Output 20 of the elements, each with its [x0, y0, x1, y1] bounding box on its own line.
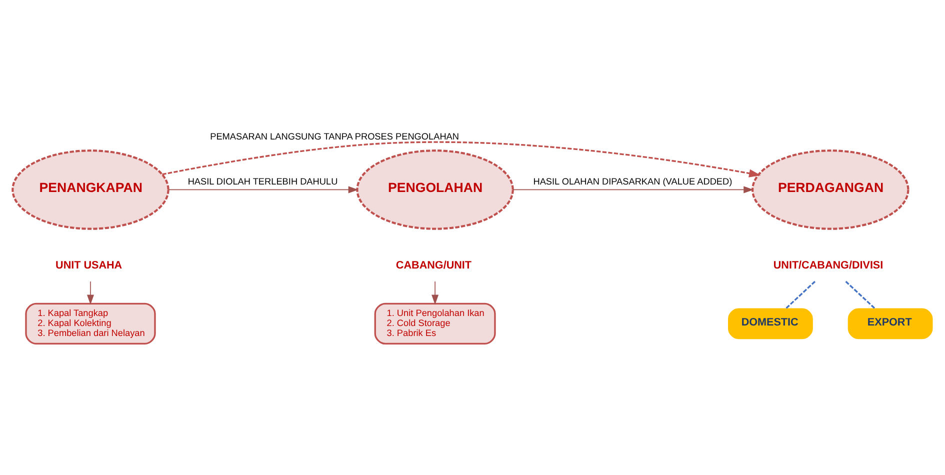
node-box: EXPORT: [848, 308, 933, 339]
node-text: CABANG/UNIT: [396, 258, 472, 271]
node-box: DOMESTIC: [728, 308, 813, 339]
node-box: 1. Kapal Tangkap 2. Kapal Kolekting 3. Pembelian dari Nelayan: [25, 302, 156, 344]
node-ellipse: PENANGKAPAN: [12, 149, 170, 230]
node-text: UNIT/CABANG/DIVISI: [773, 258, 884, 271]
connector: [845, 280, 876, 308]
node-box: 1. Unit Pengolahan Ikan 2. Cold Storage 3. Pabrik Es: [374, 302, 496, 344]
arrow: [168, 186, 358, 193]
edge-label: PEMASARAN LANGSUNG TANPA PROSES PENGOLAHAN: [210, 131, 460, 142]
edge-label: HASIL OLAHAN DIPASARKAN (VALUE ADDED): [533, 176, 732, 186]
node-ellipse: PERDAGANGAN: [752, 149, 910, 230]
arrow: [86, 280, 94, 304]
connector: [785, 280, 816, 308]
edge-label: HASIL DIOLAH TERLEBIH DAHULU: [188, 176, 338, 186]
arrow: [162, 140, 761, 177]
node-text: UNIT USAHA: [56, 258, 122, 271]
arrow: [432, 280, 439, 304]
node-ellipse: PENGOLAHAN: [356, 149, 514, 230]
arrow: [512, 186, 754, 193]
